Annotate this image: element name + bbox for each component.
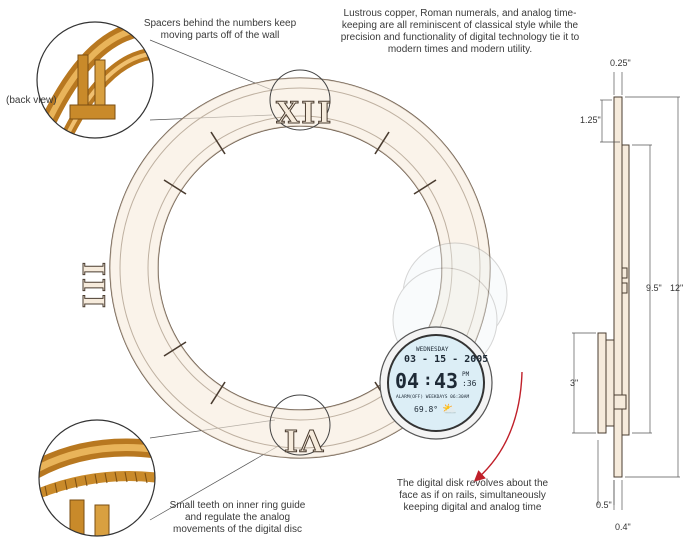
note-spacers: Spacers behind the numbers keep moving p… bbox=[143, 18, 297, 41]
dim-overall: 12" bbox=[670, 283, 684, 293]
display-alarm: ALARM(OFF) WEEKDAYS 06:30AM bbox=[396, 395, 470, 400]
dim-disc-height: 3" bbox=[570, 378, 579, 388]
zoom-teeth bbox=[39, 420, 155, 536]
note-back-view: (back view) bbox=[6, 95, 57, 106]
sun-cloud-icon: ⛅ bbox=[442, 402, 457, 416]
zoom-spacers bbox=[37, 22, 153, 138]
display-hour: 04 bbox=[395, 369, 420, 393]
dim-top-thickness: 0.25" bbox=[610, 58, 631, 68]
zoom-circle-bottom bbox=[38, 419, 156, 537]
display-day: WEDNESDAY bbox=[416, 346, 449, 353]
display-seconds: :36 bbox=[462, 379, 477, 388]
display-minute: 43 bbox=[434, 369, 459, 393]
leader-line-top bbox=[149, 39, 273, 91]
note-materials: Lustrous copper, Roman numerals, and ana… bbox=[340, 8, 580, 55]
digital-disc-face bbox=[387, 334, 485, 432]
display-ampm: PM bbox=[462, 371, 470, 378]
dim-inner: 9.5" bbox=[646, 283, 662, 293]
numeral-iii: III bbox=[75, 262, 111, 311]
detail-circle-top bbox=[269, 69, 331, 131]
digital-display: WEDNESDAY 03 - 15 - 2005 04 : 43 PM :36 … bbox=[380, 333, 492, 433]
numeral-xii: XII bbox=[275, 96, 334, 132]
display-colon: : bbox=[423, 370, 433, 389]
note-teeth: Small teeth on inner ring guide and regu… bbox=[169, 500, 306, 535]
leader-line-bottom-2 bbox=[149, 444, 281, 521]
dim-base-depth: 0.5" bbox=[596, 500, 612, 510]
zoom-circle-top bbox=[36, 21, 154, 139]
side-dimensions bbox=[572, 72, 680, 510]
dim-bottom-thickness: 0.4" bbox=[615, 522, 631, 532]
side-view bbox=[597, 96, 630, 478]
detail-circle-bottom bbox=[269, 394, 331, 456]
note-disk: The digital disk revolves about the face… bbox=[396, 478, 549, 513]
dim-spacer: 1.25" bbox=[580, 115, 601, 125]
display-date: 03 - 15 - 2005 bbox=[404, 354, 489, 365]
clock-ring bbox=[109, 77, 491, 459]
numeral-vi: VI bbox=[282, 422, 324, 458]
display-temp: 69.8° bbox=[414, 405, 439, 414]
rotation-arrow bbox=[473, 371, 523, 482]
